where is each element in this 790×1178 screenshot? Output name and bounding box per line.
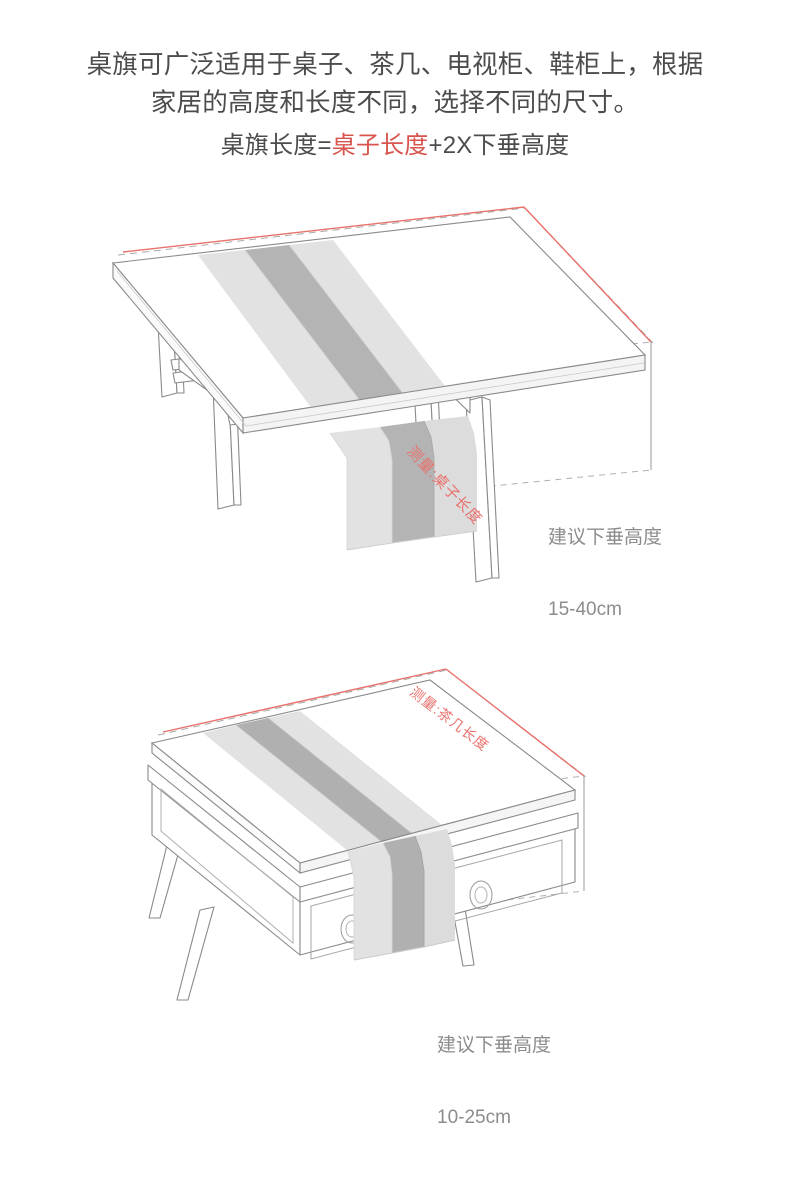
drop-height-title-table: 建议下垂高度 <box>548 527 663 548</box>
dining-table-illustration <box>111 206 654 583</box>
drop-height-title-cabinet: 建议下垂高度 <box>437 1035 552 1056</box>
drop-height-value-table: 15-40cm <box>548 599 622 620</box>
cabinet-runner-drape <box>347 829 456 961</box>
page-title: 桌旗可广泛适用于桌子、茶几、电视柜、鞋柜上，根据 家居的高度和长度不同，选择不同… <box>0 46 790 165</box>
table-runner-on-top <box>198 240 468 418</box>
drop-height-caption-cabinet: 建议下垂高度 10-25cm <box>437 986 551 1178</box>
dining-table-top <box>111 216 647 435</box>
coffee-table-figure: 测量:茶几长度 <box>0 655 790 1055</box>
cabinet-top <box>150 679 577 875</box>
drawer-pull-icon-right[interactable] <box>469 880 493 910</box>
product-size-guide-page: 桌旗可广泛适用于桌子、茶几、电视柜、鞋柜上，根据 家居的高度和长度不同，选择不同… <box>0 46 790 1128</box>
formula-accent: 桌子长度 <box>331 132 429 159</box>
formula-suffix: +2X下垂高度 <box>428 132 570 159</box>
formula-prefix: 桌旗长度= <box>220 132 332 159</box>
cabinet-runner-on-top <box>203 711 447 851</box>
coffee-table-illustration <box>147 668 587 1001</box>
drop-height-caption-table: 建议下垂高度 15-40cm <box>548 478 662 670</box>
headline-line-1: 桌旗可广泛适用于桌子、茶几、电视柜、鞋柜上，根据 <box>86 51 704 79</box>
cabinet-side-detail <box>160 787 294 945</box>
table-runner-drape <box>329 416 478 551</box>
headline-formula: 桌旗长度=桌子长度+2X下垂高度 <box>0 127 790 165</box>
dining-table-figure: 测量:桌子长度 <box>0 205 790 645</box>
measure-line-red-cabinet <box>162 668 585 777</box>
measure-guide-dashed <box>117 207 654 344</box>
headline-line-2: 家居的高度和长度不同，选择不同的尺寸。 <box>150 89 640 117</box>
drop-height-value-cabinet: 10-25cm <box>437 1107 511 1128</box>
measure-line-red <box>122 206 652 343</box>
